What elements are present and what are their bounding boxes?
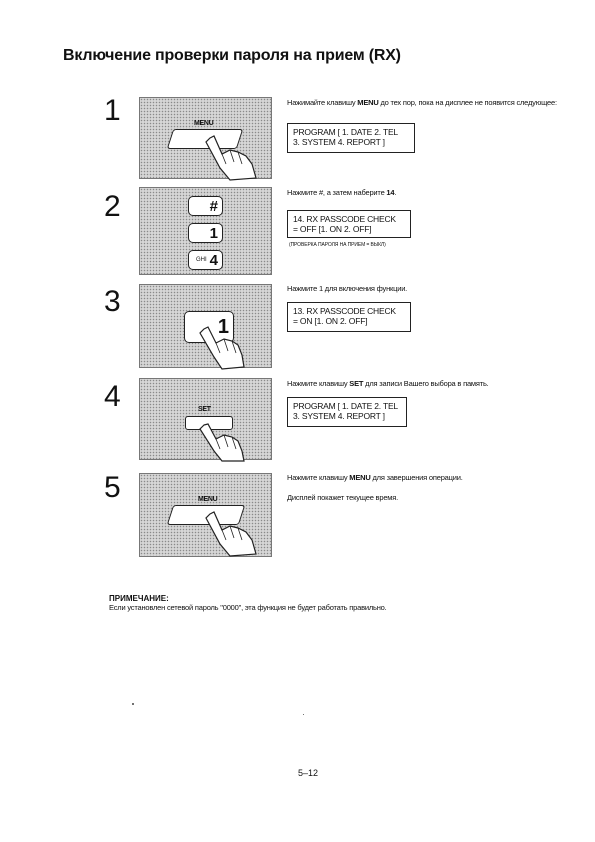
step-4-illustration: SET bbox=[139, 378, 272, 462]
pointing-hand-icon bbox=[205, 135, 257, 181]
note-title: ПРИМЕЧАНИЕ: bbox=[109, 594, 169, 603]
step-5-number: 5 bbox=[104, 471, 121, 504]
scan-speck bbox=[132, 703, 134, 705]
menu-key-label: MENU bbox=[198, 496, 218, 503]
step-4-instruction: Нажмите клавишу SET для записи Вашего вы… bbox=[287, 379, 489, 388]
step-1-illustration: MENU bbox=[139, 97, 272, 181]
step-4-number: 4 bbox=[104, 380, 121, 413]
hash-key: # bbox=[188, 196, 223, 216]
note-text: Если установлен сетевой пароль "0000", э… bbox=[109, 603, 387, 612]
digit-1-key: 1 bbox=[188, 223, 223, 243]
pointing-hand-icon bbox=[205, 511, 257, 557]
step-5-instruction: Нажмите клавишу MENU для завершения опер… bbox=[287, 473, 463, 482]
scan-speck bbox=[303, 714, 304, 715]
page-title: Включение проверки пароля на прием (RX) bbox=[63, 47, 401, 64]
step-5-illustration: MENU bbox=[139, 473, 272, 557]
step-2-instruction: Нажмите #, а затем наберите 14. bbox=[287, 188, 397, 197]
step-5-instruction-display: Дисплей покажет текущее время. bbox=[287, 493, 398, 502]
step-3-illustration: 1 bbox=[139, 284, 272, 370]
page-number: 5–12 bbox=[298, 768, 319, 778]
step-2-number: 2 bbox=[104, 190, 121, 223]
pointing-hand-icon bbox=[199, 423, 245, 462]
step-2-lcd-display: 14. RX PASSCODE CHECK= OFF [1. ON 2. OFF… bbox=[287, 210, 411, 238]
menu-key-label: MENU bbox=[194, 120, 214, 127]
step-3-number: 3 bbox=[104, 285, 121, 318]
step-3-lcd-display: 13. RX PASSCODE CHECK= ON [1. ON 2. OFF] bbox=[287, 302, 411, 332]
step-1-instruction: Нажимайте клавишу MENU до тех пор, пока … bbox=[287, 98, 557, 107]
step-1-number: 1 bbox=[104, 94, 121, 127]
step-3-instruction: Нажмите 1 для включения функции. bbox=[287, 284, 408, 293]
pointing-hand-icon bbox=[199, 326, 245, 370]
step-2-lcd-note: (ПРОВЕРКА ПАРОЛЯ НА ПРИЕМ = ВЫКЛ) bbox=[289, 242, 386, 248]
set-key-label: SET bbox=[198, 406, 211, 413]
